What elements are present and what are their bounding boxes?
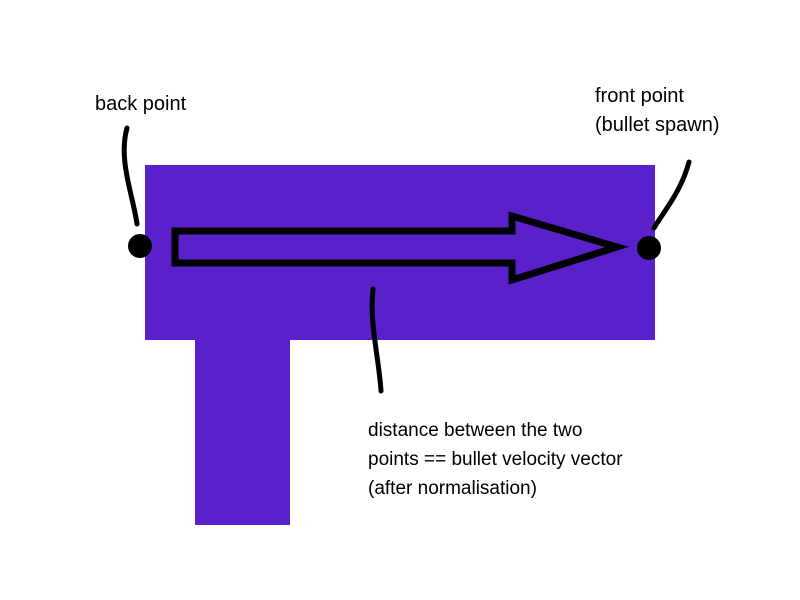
distance-note-connector-line: [369, 286, 384, 394]
back-point-dot: [128, 234, 152, 258]
distance-note-line2: points == bullet velocity vector: [368, 449, 623, 470]
back-point-connector-line: [121, 125, 140, 227]
distance-note-line1: distance between the two: [368, 420, 583, 441]
front-point-label-line2: (bullet spawn): [595, 114, 720, 136]
front-point-dot: [637, 236, 661, 260]
distance-note-line3: (after normalisation): [368, 478, 537, 499]
distance-note: distance between the two points == bulle…: [368, 416, 623, 503]
front-point-label-line1: front point: [595, 85, 684, 107]
gun-grip-shape: [195, 338, 290, 525]
front-point-label: front point (bullet spawn): [595, 82, 720, 140]
front-point-connector-line: [651, 159, 692, 231]
gun-body-shape: [145, 165, 655, 340]
back-point-label: back point: [95, 93, 187, 115]
velocity-arrow: [171, 211, 630, 285]
